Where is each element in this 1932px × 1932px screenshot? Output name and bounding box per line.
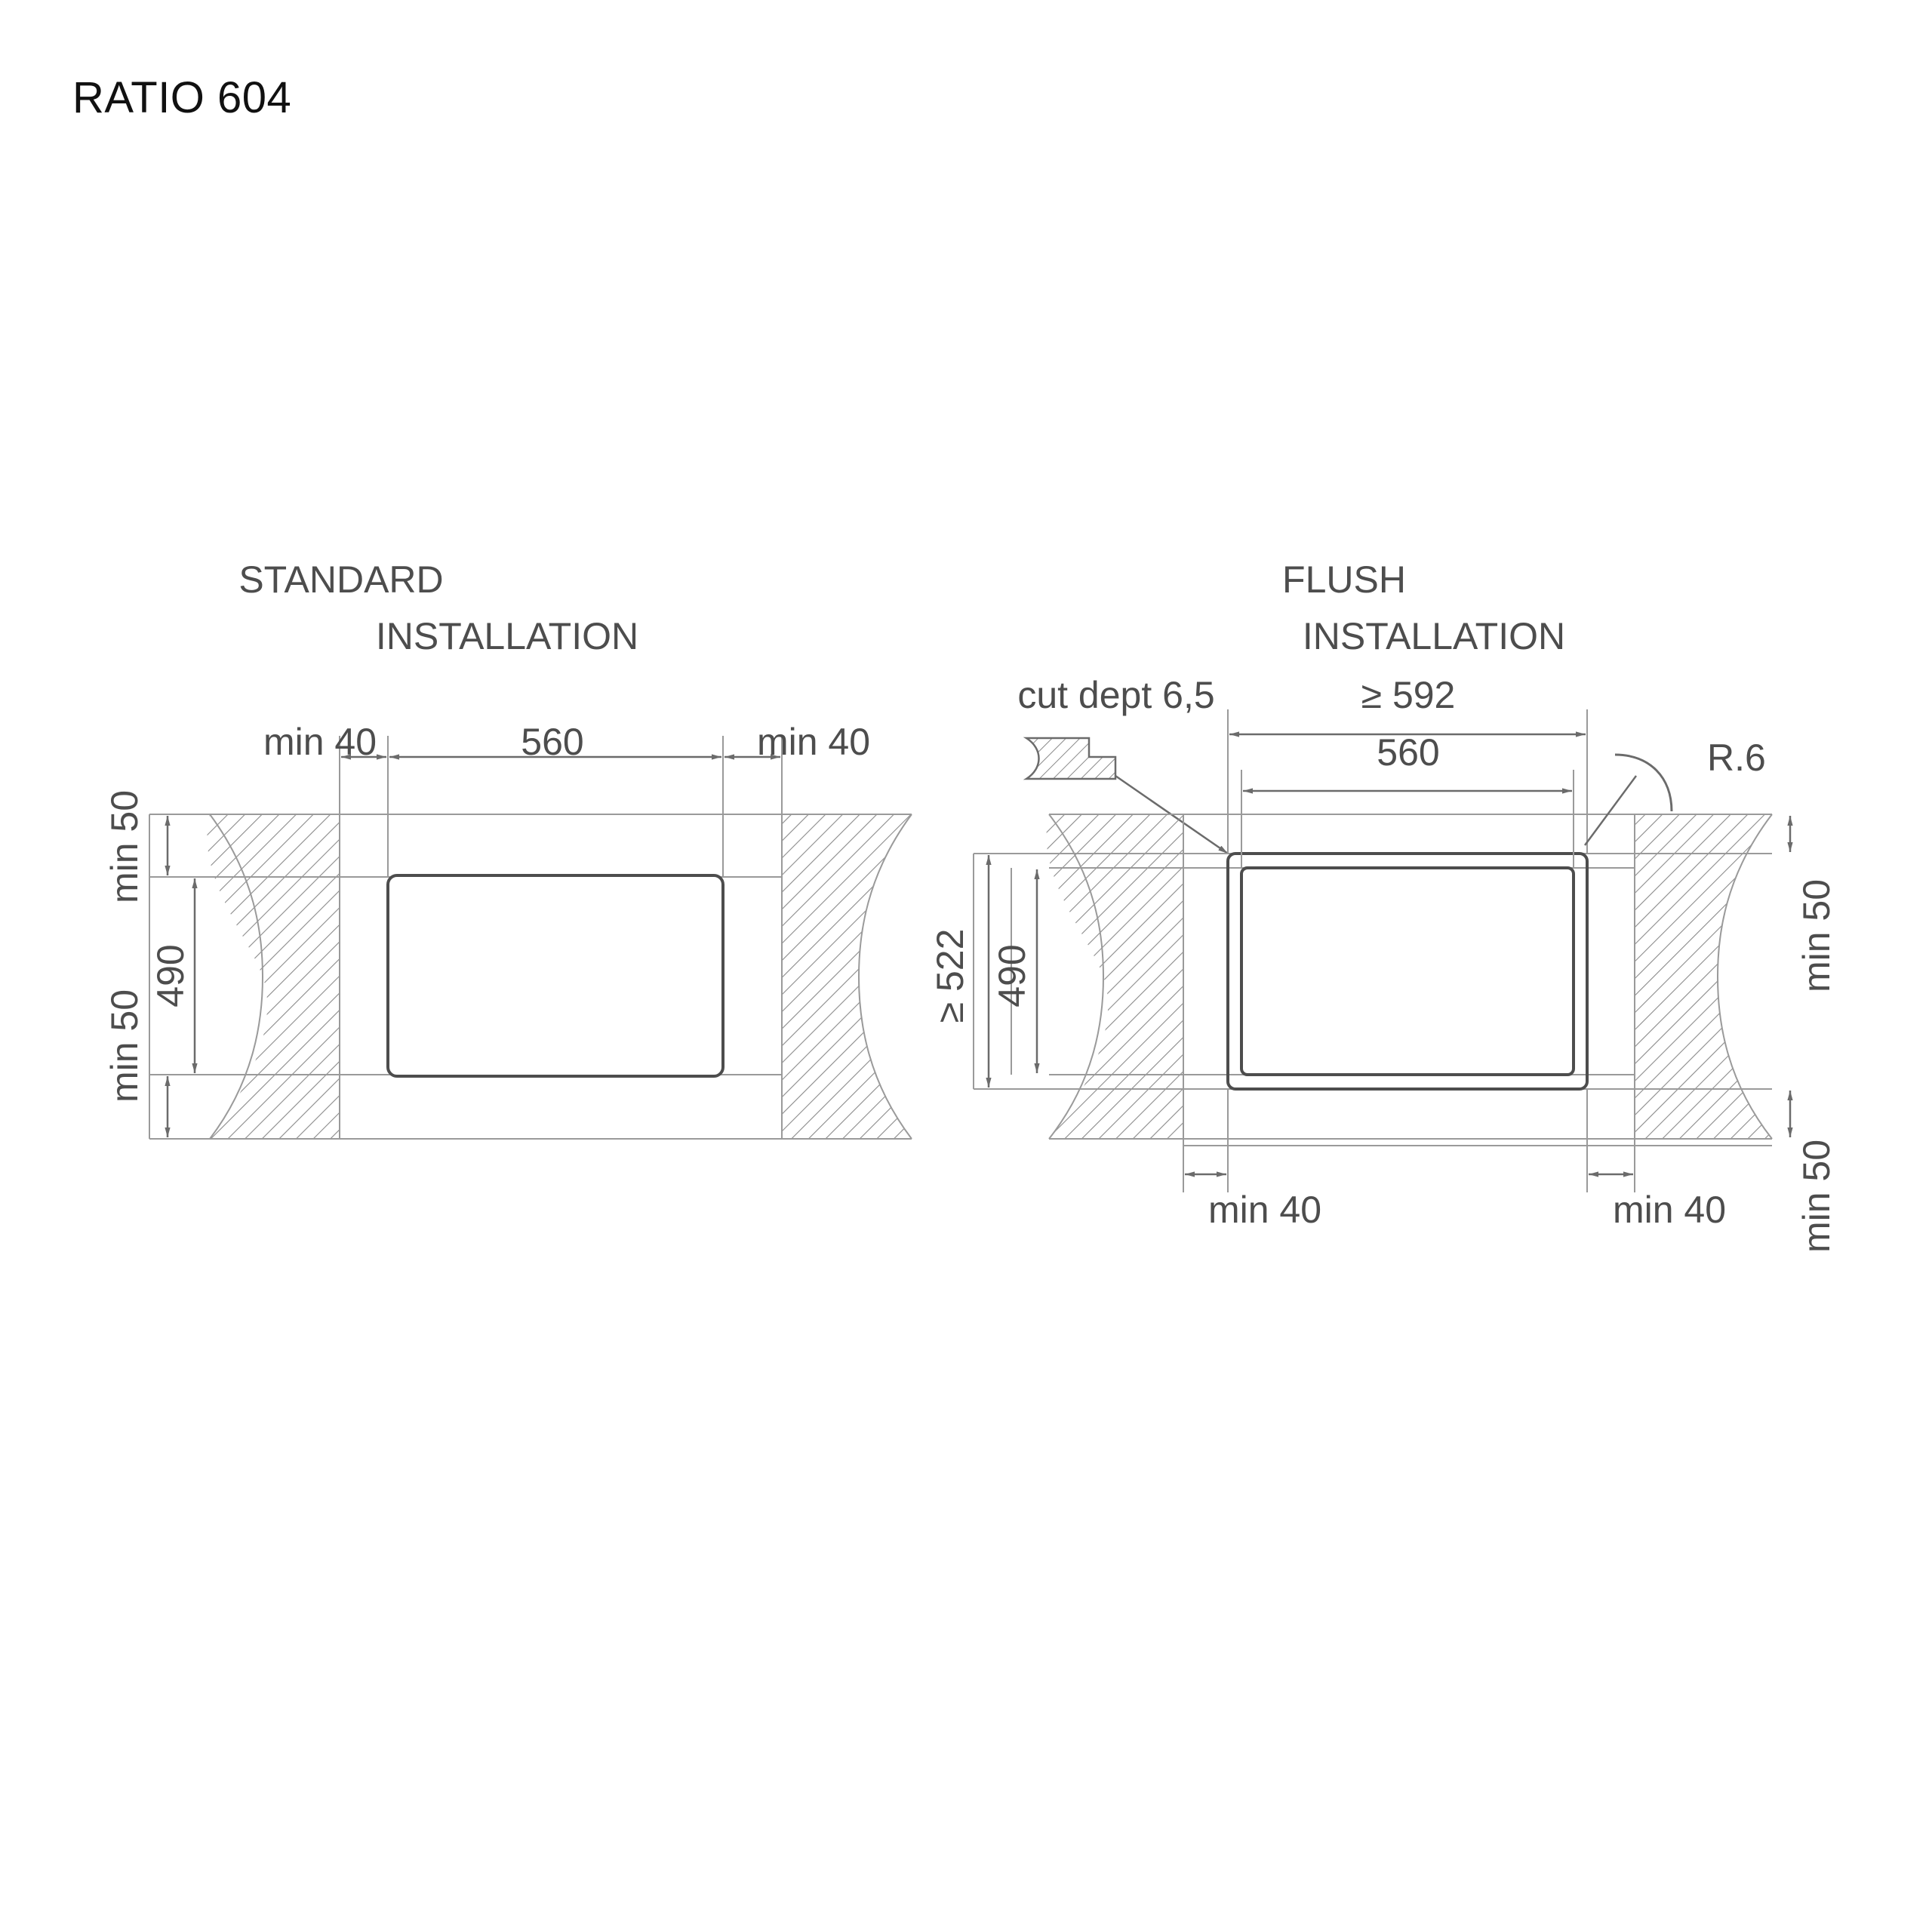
wall-left-break-curve bbox=[209, 814, 264, 1140]
corner-radius-leader-flush bbox=[1583, 775, 1638, 846]
heading-flush-line1: FLUSH bbox=[1282, 558, 1406, 601]
wall-hatch-right bbox=[782, 814, 912, 1139]
heading-standard-line2: INSTALLATION bbox=[376, 615, 638, 657]
label-flush-cut-depth: cut dept 6,5 bbox=[1017, 674, 1214, 716]
label-standard-height: 490 bbox=[149, 944, 192, 1007]
wall-left-break-curve-flush bbox=[1048, 814, 1105, 1140]
cut-depth-profile-shape bbox=[1023, 737, 1117, 780]
label-flush-inner-width: 560 bbox=[1377, 731, 1439, 774]
corner-radius-arc-flush bbox=[1614, 753, 1673, 812]
cooktop-outline-flush bbox=[1240, 866, 1575, 1076]
heading-standard-line1: STANDARD bbox=[238, 558, 443, 601]
wall-hatch-left-flush bbox=[1046, 814, 1183, 1139]
diagram-flush-installation bbox=[973, 709, 1793, 1192]
label-standard-left-upper-clearance: min 50 bbox=[103, 790, 146, 903]
label-flush-inner-height: 490 bbox=[991, 944, 1033, 1007]
diagram-standard-installation bbox=[149, 736, 912, 1140]
label-flush-outer-width: ≥ 592 bbox=[1361, 674, 1456, 716]
cooktop-outline-standard bbox=[386, 874, 724, 1078]
label-flush-bottom-left-gap: min 40 bbox=[1208, 1189, 1321, 1231]
label-flush-outer-height: ≥ 522 bbox=[929, 929, 971, 1023]
label-standard-top-right-gap: min 40 bbox=[757, 721, 870, 763]
text-layer: STANDARD INSTALLATION FLUSH INSTALLATION… bbox=[103, 558, 1838, 1253]
wall-hatch-right-flush bbox=[1635, 814, 1772, 1139]
wall-hatch-left bbox=[207, 814, 340, 1139]
page-title: RATIO 604 bbox=[72, 73, 292, 122]
label-flush-right-lower-clearance: min 50 bbox=[1795, 1140, 1838, 1253]
heading-flush-line2: INSTALLATION bbox=[1303, 615, 1565, 657]
label-standard-left-lower-clearance: min 50 bbox=[103, 989, 146, 1103]
label-standard-top-width: 560 bbox=[521, 721, 583, 763]
wall-right-break-curve bbox=[857, 814, 912, 1140]
label-flush-corner-radius: R.6 bbox=[1707, 737, 1766, 779]
label-standard-top-left-gap: min 40 bbox=[263, 721, 377, 763]
wall-right-break-curve-flush bbox=[1716, 814, 1773, 1140]
label-flush-right-upper-clearance: min 50 bbox=[1795, 879, 1838, 992]
cutout-outline-flush bbox=[1226, 852, 1589, 1091]
label-flush-bottom-right-gap: min 40 bbox=[1613, 1189, 1726, 1231]
